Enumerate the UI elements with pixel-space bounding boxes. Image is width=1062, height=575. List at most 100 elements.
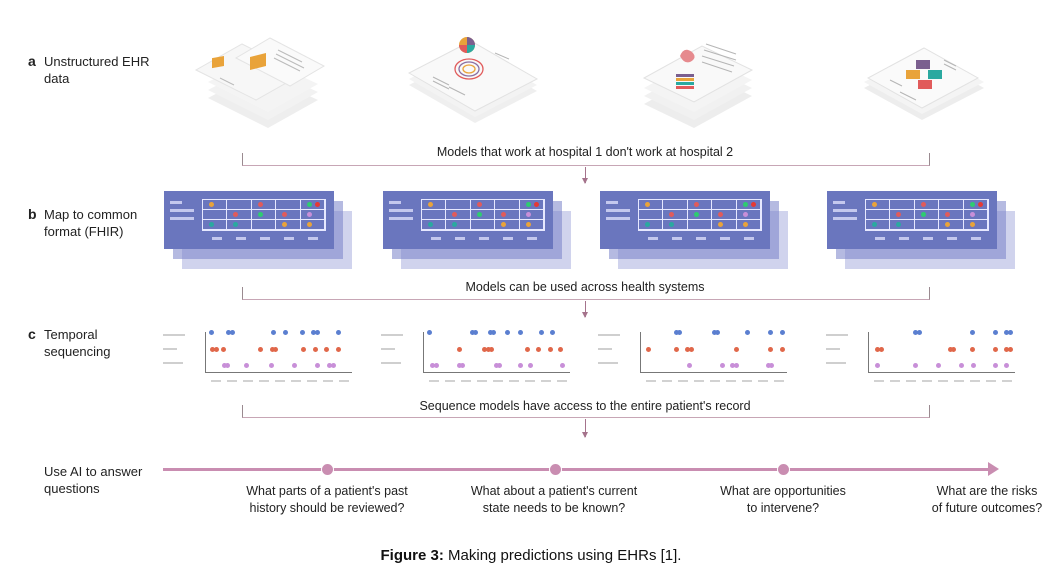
fhir-data-dot (428, 202, 433, 207)
fhir-cell (914, 200, 940, 210)
fhir-cell (736, 200, 761, 210)
sequence-event-dot-purple (719, 363, 725, 368)
sequence-tick-label (938, 380, 948, 382)
fhir-cell (712, 200, 737, 210)
row-label-line1: Use AI to answer (44, 464, 143, 479)
sequence-event-dot-red (301, 347, 306, 352)
timeline-question-1: What parts of a patient's past history s… (232, 483, 422, 517)
fhir-table-hospital-4 (827, 191, 1015, 269)
fhir-data-dot (452, 212, 458, 217)
bracket-caption-3: Sequence models have access to the entir… (419, 399, 751, 413)
fhir-data-dot (282, 212, 288, 217)
sequence-event-dot-blue (209, 330, 214, 335)
sequence-event-dot-red (685, 347, 691, 352)
sequence-event-dot-red (482, 347, 488, 352)
sequence-tick-label (291, 380, 301, 382)
sequence-event-dot-red (992, 347, 998, 352)
sequence-event-dot-blue (487, 330, 493, 335)
sequence-tick-label (461, 380, 471, 382)
fhir-column-label (648, 237, 658, 240)
fhir-cell (300, 210, 325, 220)
fhir-data-dot (476, 202, 482, 207)
sequence-tick-label (259, 380, 269, 382)
sequence-event-dot-purple (733, 363, 739, 368)
fhir-row-label (170, 201, 182, 204)
sequence-axis (640, 332, 787, 373)
fhir-data-dot (645, 202, 650, 207)
sequence-row-label (163, 334, 185, 336)
question-line2: history should be reviewed? (249, 501, 405, 515)
fhir-column-label (971, 237, 981, 240)
sequence-event-dot-red (524, 347, 530, 352)
sequence-event-dot-blue (711, 330, 717, 335)
fhir-data-dot (693, 212, 699, 217)
fhir-column-label (923, 237, 933, 240)
sequence-row-label (598, 334, 620, 336)
sequence-event-dot-blue (427, 330, 432, 335)
fhir-column-label (503, 237, 513, 240)
fhir-data-dot (209, 202, 214, 207)
fhir-cell (203, 210, 228, 220)
fhir-cell (276, 200, 301, 210)
sequence-event-dot-purple (913, 363, 919, 368)
fhir-column-label (947, 237, 957, 240)
fhir-cell (300, 220, 325, 230)
fhir-data-dot (525, 202, 531, 207)
sequence-event-dot-red (210, 347, 216, 352)
sequence-tick-label (890, 380, 900, 382)
sequence-event-dot-blue (673, 330, 679, 335)
fhir-data-dot (742, 212, 748, 217)
document-stack-pie-chart (407, 37, 539, 123)
fhir-column-label (455, 237, 465, 240)
fhir-layer (827, 191, 997, 249)
fhir-data-dot (669, 222, 675, 227)
fhir-cell (276, 220, 301, 230)
fhir-data-dot (282, 222, 288, 227)
sequence-event-dot-blue (517, 330, 523, 335)
fhir-data-dot (969, 222, 975, 227)
sequence-event-dot-purple (460, 363, 466, 368)
fhir-cell (712, 220, 737, 230)
sequence-event-dot-purple (769, 363, 775, 368)
sequence-event-dot-red (312, 347, 318, 352)
bracket-caption-1: Models that work at hospital 1 don't wor… (436, 145, 734, 159)
fhir-data-dot (896, 212, 902, 217)
sequence-event-dot-red (558, 347, 564, 352)
timeline-question-4: What are the risks of future outcomes? (892, 483, 1062, 517)
fhir-cell (963, 200, 988, 210)
fhir-cell (736, 220, 761, 230)
bar-chart-icon (676, 74, 694, 89)
sequence-tick-label (275, 380, 285, 382)
fhir-column-label (527, 237, 537, 240)
fhir-data-dot (209, 222, 214, 227)
sequence-event-dot-red (269, 347, 275, 352)
fhir-column-label (212, 237, 222, 240)
sequence-event-dot-purple (456, 363, 462, 368)
sequence-tick-label (954, 380, 964, 382)
fhir-data-dot (306, 202, 312, 207)
fhir-data-dot (742, 222, 748, 227)
fhir-layer (164, 191, 334, 249)
sequence-event-dot-purple (327, 363, 333, 368)
fhir-cell (914, 220, 940, 230)
sequence-tick-label (662, 380, 672, 382)
fhir-data-dot (533, 202, 539, 207)
sequence-event-dot-purple (221, 363, 227, 368)
fhir-data-dot (525, 222, 531, 227)
sequence-tick-label (307, 380, 317, 382)
fhir-column-label (260, 237, 270, 240)
fhir-cell (251, 220, 277, 230)
question-line2: state needs to be known? (482, 501, 626, 515)
sequence-row-label (163, 348, 177, 350)
sequence-event-dot-purple (497, 363, 503, 368)
fhir-cell (866, 210, 891, 220)
row-label-line2: format (FHIR) (44, 224, 124, 239)
sequence-event-dot-blue (271, 330, 277, 335)
sequence-row-label (381, 334, 403, 336)
brain-icon (680, 49, 695, 63)
sequence-event-dot-blue (226, 330, 232, 335)
fhir-column-label (875, 237, 885, 240)
row-label-line2: sequencing (44, 344, 111, 359)
